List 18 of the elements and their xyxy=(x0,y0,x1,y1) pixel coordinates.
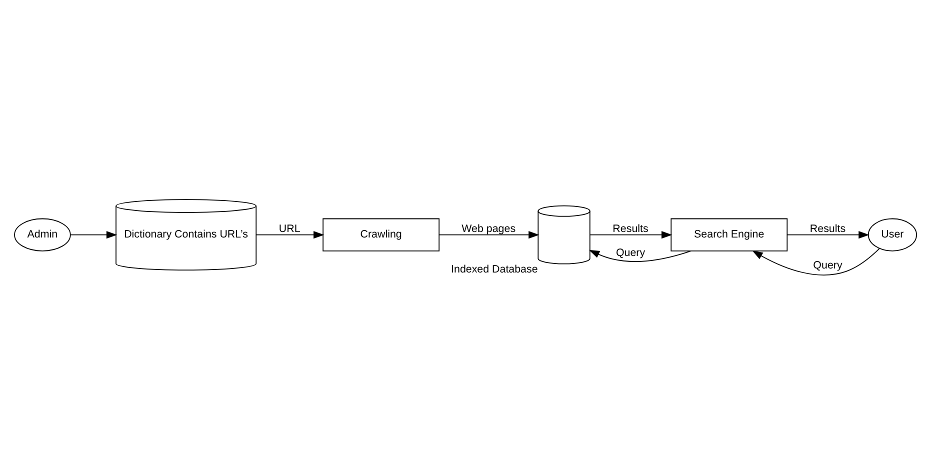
edge-label: Results xyxy=(810,222,846,234)
edge-label: URL xyxy=(278,222,300,234)
node-label: Indexed Database xyxy=(451,262,538,275)
node-box: Crawling xyxy=(322,218,440,251)
node-ellipse: User xyxy=(868,218,917,251)
node-ellipse: Admin xyxy=(14,218,71,251)
arrow xyxy=(588,249,692,262)
edge-label: Query xyxy=(813,258,842,271)
edge-label: Web pages xyxy=(462,222,516,234)
arrow xyxy=(786,230,870,238)
arrow xyxy=(256,230,324,238)
arrow xyxy=(438,230,540,238)
arrow xyxy=(590,230,672,238)
arrow xyxy=(752,247,880,275)
edge-label: Query xyxy=(616,246,646,258)
node-box: Search Engine xyxy=(670,218,788,251)
arrow xyxy=(70,230,118,238)
edge-label: Results xyxy=(612,222,648,234)
